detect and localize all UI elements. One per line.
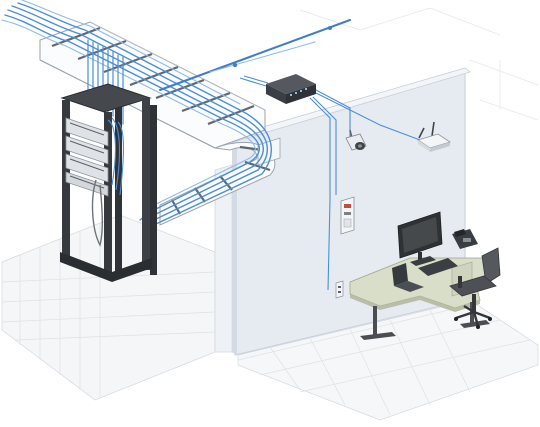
patch-panels (66, 118, 108, 196)
network-switch (266, 74, 316, 104)
wall-outlet (336, 281, 343, 298)
wall-panel (341, 197, 354, 234)
